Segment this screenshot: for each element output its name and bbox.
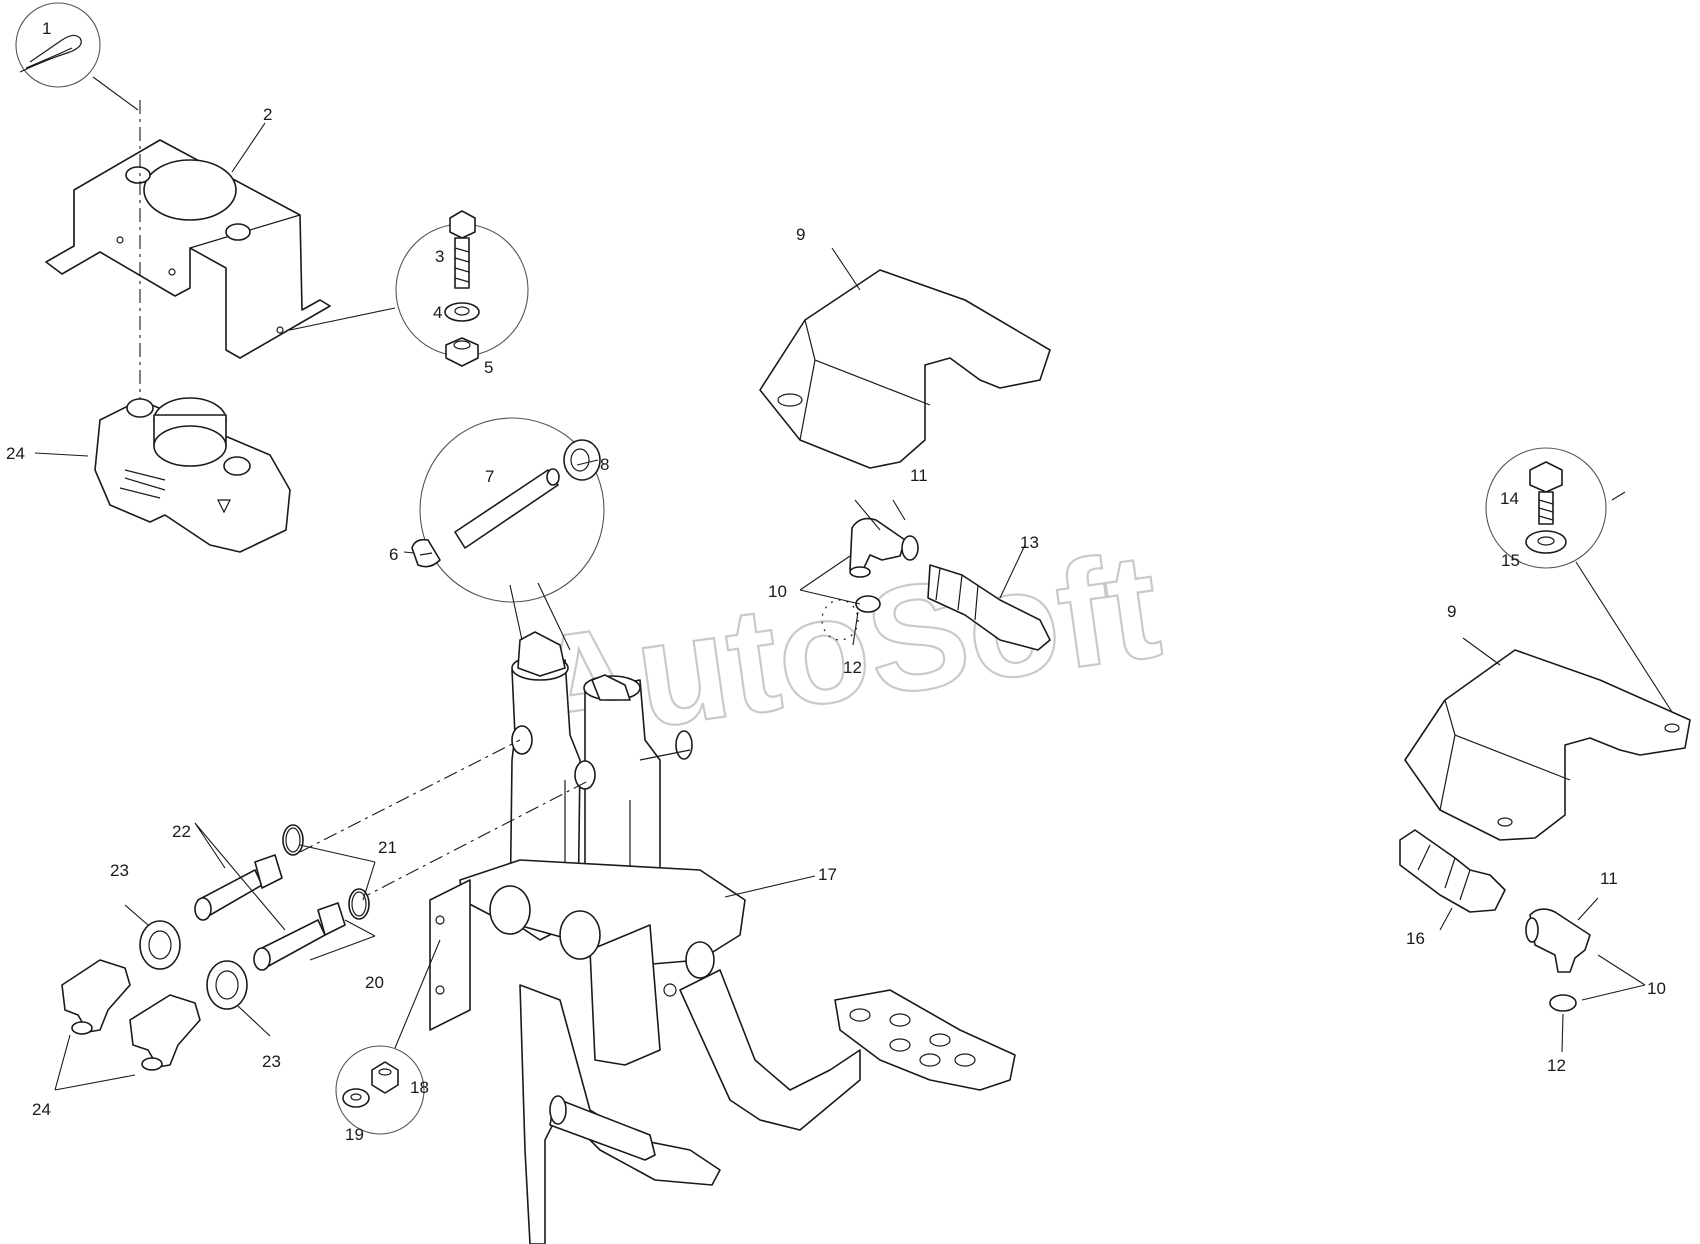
callout-labels: 1 2 3 4 5 24 9 7 8 6 11 13 10 12 14 15 9… xyxy=(6,19,1666,1144)
parts-10-13-hose-fitting-upper xyxy=(799,499,1051,651)
callout-23-bottom: 23 xyxy=(262,1052,281,1071)
parts-14-15-bolt-washer xyxy=(1485,447,1673,713)
part-9-cover-top xyxy=(759,269,1051,469)
callout-13: 13 xyxy=(1020,533,1039,552)
callout-24-elbows: 24 xyxy=(32,1100,51,1119)
callout-9-top: 9 xyxy=(796,225,805,244)
callout-22: 22 xyxy=(172,822,191,841)
callout-16: 16 xyxy=(1406,929,1425,948)
callout-10-right: 10 xyxy=(1647,979,1666,998)
callout-12-right: 12 xyxy=(1547,1056,1566,1075)
part-1-cotter-pin xyxy=(15,2,101,88)
callout-3: 3 xyxy=(435,247,444,266)
parts-3-5-fasteners xyxy=(289,210,529,367)
callout-4: 4 xyxy=(433,303,442,322)
callout-10-top: 10 xyxy=(768,582,787,601)
callout-12-top: 12 xyxy=(843,658,862,677)
callout-9-right: 9 xyxy=(1447,602,1456,621)
callout-11-right: 11 xyxy=(1600,869,1618,888)
part-2-bracket xyxy=(45,139,331,359)
part-24-reservoir xyxy=(94,397,291,553)
callout-1: 1 xyxy=(42,19,51,38)
parts-20-24-fittings-lower xyxy=(34,122,1626,1091)
parts-18-19-nut-washer xyxy=(335,939,441,1135)
part-17-brake-valve-pedal-assembly xyxy=(429,582,1016,1244)
callout-18: 18 xyxy=(410,1078,429,1097)
callout-21: 21 xyxy=(378,838,397,857)
callout-14: 14 xyxy=(1500,489,1519,508)
callout-17: 17 xyxy=(818,865,837,884)
callout-7: 7 xyxy=(485,467,494,486)
callout-11-top: 11 xyxy=(910,466,928,485)
callout-19: 19 xyxy=(345,1125,364,1144)
callout-23-top: 23 xyxy=(110,861,129,880)
callout-15: 15 xyxy=(1501,551,1520,570)
callout-6: 6 xyxy=(389,545,398,564)
parts-6-8-hose-kit xyxy=(411,417,605,603)
callout-5: 5 xyxy=(484,358,493,377)
callout-20: 20 xyxy=(365,973,384,992)
callout-24-reservoir: 24 xyxy=(6,444,25,463)
part-9-cover-right xyxy=(1404,649,1691,841)
parts-10-16-hose-fitting-right xyxy=(1399,829,1646,1053)
callout-2: 2 xyxy=(263,105,272,124)
callout-8: 8 xyxy=(600,455,609,474)
